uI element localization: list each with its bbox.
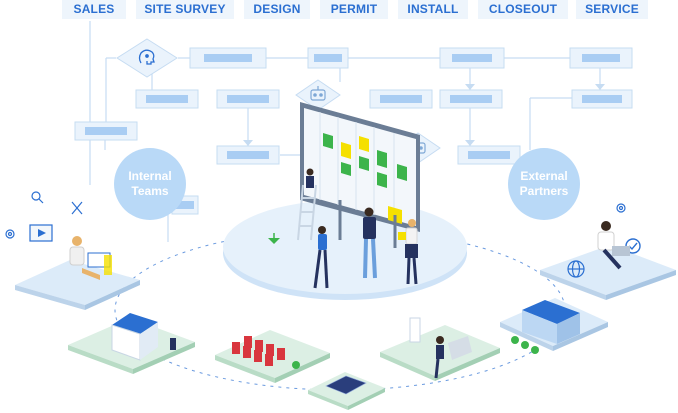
process-box <box>216 89 280 109</box>
residential-house-tile <box>68 313 195 374</box>
monitor-icon <box>29 224 53 242</box>
globe-icon <box>567 260 585 278</box>
tools-icon <box>71 201 83 215</box>
process-box <box>369 89 433 109</box>
ev-charging-tile <box>380 317 500 381</box>
external-partners-line2: Partners <box>519 184 569 198</box>
note-card <box>341 162 351 176</box>
process-box <box>307 47 349 69</box>
note-card <box>377 150 387 168</box>
stage-label-closeout: CLOSEOUT <box>478 0 568 19</box>
internal-teams-line2: Teams <box>131 184 169 198</box>
person-standing <box>363 207 377 279</box>
stage-label-site-survey: SITE SURVEY <box>136 0 234 19</box>
note-card <box>323 133 333 149</box>
gear-icon <box>5 229 15 239</box>
process-box <box>569 47 633 69</box>
process-box <box>74 121 138 141</box>
person-on-ladder <box>306 168 314 188</box>
internal-workstation <box>5 191 140 310</box>
process-boxes <box>74 47 633 215</box>
process-box <box>189 47 267 69</box>
ladder <box>297 184 317 241</box>
search-icon <box>31 191 44 204</box>
note-card <box>377 172 387 188</box>
internal-teams-badge: Internal Teams <box>114 148 186 220</box>
commercial-building-tile <box>500 298 608 354</box>
robot-head-icon <box>310 86 326 101</box>
person-pointing <box>313 226 329 289</box>
stage-label-permit: PERMIT <box>320 0 388 19</box>
stage-label-install: INSTALL <box>398 0 468 19</box>
note-card <box>341 142 351 159</box>
stage-label-service: SERVICE <box>576 0 648 19</box>
stage-label-sales: SALES <box>62 0 126 19</box>
process-box <box>439 47 505 69</box>
decision-diamond <box>116 38 178 78</box>
process-box <box>571 89 633 109</box>
gear-icon <box>616 203 626 213</box>
external-workstation <box>540 203 676 300</box>
process-box <box>216 145 280 165</box>
internal-teams-line1: Internal <box>128 169 172 183</box>
battery-storage-tile <box>215 330 330 383</box>
stage-label-design: DESIGN <box>244 0 310 19</box>
ai-head-icon <box>138 49 155 65</box>
note-card <box>397 164 407 181</box>
process-box <box>457 145 521 165</box>
note-card <box>359 136 369 152</box>
external-partners-line1: External <box>520 169 568 183</box>
central-platform <box>223 200 467 300</box>
kanban-board <box>300 102 420 248</box>
decision-diamond <box>295 79 341 111</box>
solar-panel-tile <box>308 372 385 410</box>
person-with-tablet <box>398 219 418 285</box>
process-box <box>135 89 199 109</box>
external-partners-badge: External Partners <box>508 148 580 220</box>
process-box <box>439 89 503 109</box>
note-card <box>359 156 369 171</box>
